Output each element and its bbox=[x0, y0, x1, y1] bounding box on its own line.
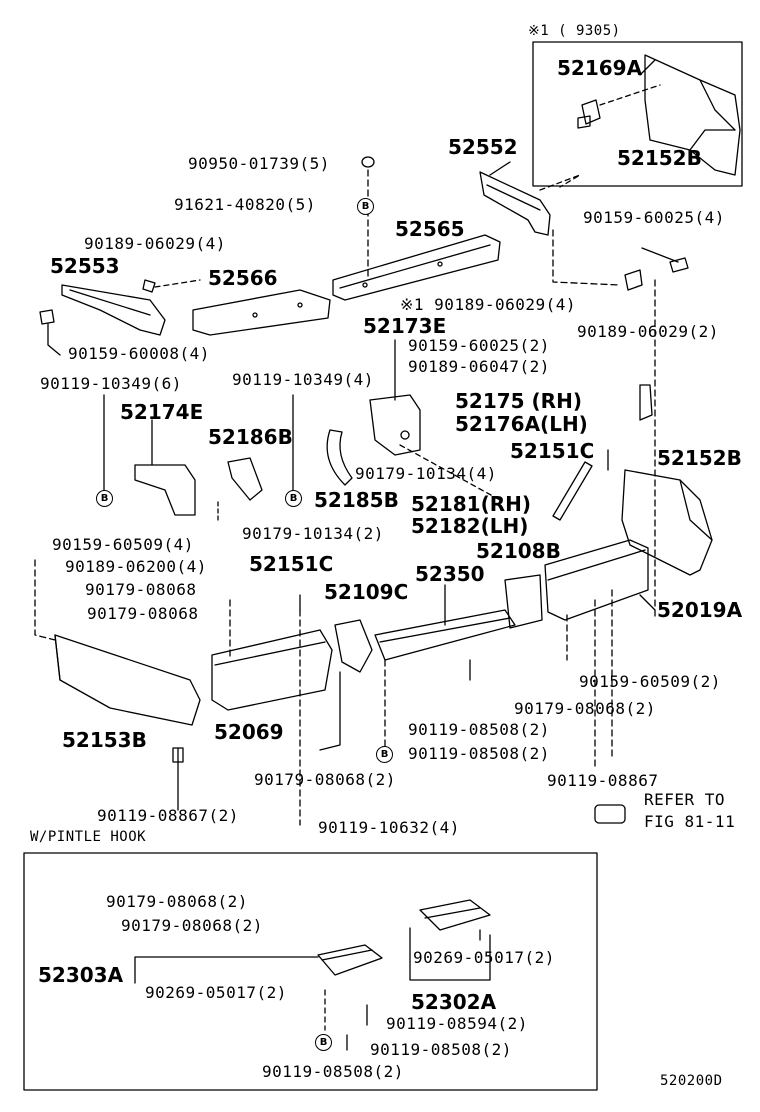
label-52173E: 52173E bbox=[363, 314, 447, 338]
label-52151C-b: 52151C bbox=[249, 552, 334, 576]
label-90950: 90950-01739(5) bbox=[188, 154, 330, 173]
label-90179-08068-2c: 90179-08068(2) bbox=[106, 892, 248, 911]
marker-b: B bbox=[376, 746, 393, 763]
label-52181: 52181(RH) bbox=[411, 492, 531, 516]
label-52350: 52350 bbox=[415, 562, 485, 586]
label-90159-60025-4: 90159-60025(4) bbox=[583, 208, 725, 227]
label-refer-to: REFER TO bbox=[644, 790, 726, 809]
diagram-code: 520200D bbox=[660, 1073, 723, 1089]
label-90119-10349-6: 90119-10349(6) bbox=[40, 374, 182, 393]
label-90189-06047: 90189-06047(2) bbox=[408, 357, 550, 376]
label-9305: ※1 ( 9305) bbox=[528, 23, 621, 39]
bracket-52552 bbox=[479, 171, 551, 236]
marker-b: B bbox=[285, 490, 302, 507]
label-90189-06029-4b: ※1 90189-06029(4) bbox=[400, 295, 577, 314]
clip-52169A bbox=[577, 99, 601, 129]
bumper-52019A bbox=[544, 539, 649, 621]
marker-b: B bbox=[315, 1034, 332, 1051]
label-52019A: 52019A bbox=[657, 598, 743, 622]
label-52152B-mid: 52152B bbox=[657, 446, 742, 470]
label-52169A: 52169A bbox=[557, 56, 643, 80]
bracket-52553 bbox=[61, 284, 166, 336]
label-52069: 52069 bbox=[214, 720, 284, 744]
label-90119-08867-2: 90119-08867(2) bbox=[97, 806, 239, 825]
label-52176A: 52176A(LH) bbox=[455, 412, 588, 436]
inset-box bbox=[532, 41, 743, 187]
label-90119-08508-2a: 90119-08508(2) bbox=[408, 720, 550, 739]
label-52552: 52552 bbox=[448, 135, 518, 159]
label-52174E: 52174E bbox=[120, 400, 204, 424]
label-90119-08508-2b: 90119-08508(2) bbox=[408, 744, 550, 763]
strap-52151C bbox=[552, 461, 593, 521]
label-90179-08068-2a: 90179-08068(2) bbox=[514, 699, 656, 718]
label-52109C: 52109C bbox=[324, 580, 409, 604]
label-52175: 52175 (RH) bbox=[455, 389, 582, 413]
label-52152B-top: 52152B bbox=[617, 146, 702, 170]
label-90269-05017-2a: 90269-05017(2) bbox=[413, 948, 555, 967]
label-52566: 52566 bbox=[208, 266, 278, 290]
label-90159-60008: 90159-60008(4) bbox=[68, 344, 210, 363]
label-52153B: 52153B bbox=[62, 728, 147, 752]
label-90119-10349-4: 90119-10349(4) bbox=[232, 370, 374, 389]
label-52151C-a: 52151C bbox=[510, 439, 595, 463]
label-90159-60025-2: 90159-60025(2) bbox=[408, 336, 550, 355]
label-90189-06029-4a: 90189-06029(4) bbox=[84, 234, 226, 253]
corner-52152B bbox=[621, 469, 713, 576]
bumper-52069 bbox=[211, 629, 333, 711]
label-90159-60509-4: 90159-60509(4) bbox=[52, 535, 194, 554]
bracket-52565 bbox=[332, 234, 501, 301]
step-52350 bbox=[374, 609, 516, 661]
label-90179-10134-2: 90179-10134(2) bbox=[242, 524, 384, 543]
label-52182: 52182(LH) bbox=[411, 514, 529, 538]
label-90179-10134-4: 90179-10134(4) bbox=[355, 464, 497, 483]
label-90119-08867: 90119-08867 bbox=[547, 771, 659, 790]
bracket-52173E bbox=[369, 394, 421, 456]
label-52553: 52553 bbox=[50, 254, 120, 278]
label-52185B: 52185B bbox=[314, 488, 399, 512]
bracket-52109C bbox=[334, 619, 373, 673]
pintle-box bbox=[23, 852, 598, 1091]
bracket-52303A bbox=[317, 944, 383, 976]
corner-cover-top bbox=[644, 54, 741, 176]
label-90179-08068-b: 90179-08068 bbox=[87, 604, 199, 623]
label-52108B: 52108B bbox=[476, 539, 561, 563]
bracket-52186B bbox=[227, 457, 263, 501]
label-91621: 91621-40820(5) bbox=[174, 195, 316, 214]
label-90179-08068-2d: 90179-08068(2) bbox=[121, 916, 263, 935]
label-52302A: 52302A bbox=[411, 990, 497, 1014]
label-90119-08594: 90119-08594(2) bbox=[386, 1014, 528, 1033]
label-90179-08068-2b: 90179-08068(2) bbox=[254, 770, 396, 789]
label-52565: 52565 bbox=[395, 217, 465, 241]
label-90119-08508-2c: 90119-08508(2) bbox=[370, 1040, 512, 1059]
bracket-52566 bbox=[192, 289, 331, 336]
label-90269-05017-2b: 90269-05017(2) bbox=[145, 983, 287, 1002]
label-90119-08508-2d: 90119-08508(2) bbox=[262, 1062, 404, 1081]
label-90119-10632: 90119-10632(4) bbox=[318, 818, 460, 837]
bracket-52174E bbox=[134, 464, 196, 516]
marker-b: B bbox=[357, 198, 374, 215]
pintle-cover-ref bbox=[594, 804, 626, 824]
label-fig-81-11: FIG 81-11 bbox=[644, 812, 736, 831]
corner-52153B bbox=[54, 634, 201, 726]
marker-b: B bbox=[96, 490, 113, 507]
label-pintle-hook: W/PINTLE HOOK bbox=[30, 829, 147, 845]
label-90179-08068-a: 90179-08068 bbox=[85, 580, 197, 599]
label-52303A: 52303A bbox=[38, 963, 124, 987]
label-52186B: 52186B bbox=[208, 425, 293, 449]
label-90159-60509-2: 90159-60509(2) bbox=[579, 672, 721, 691]
label-90189-06200: 90189-06200(4) bbox=[65, 557, 207, 576]
bracket-52302A bbox=[419, 899, 491, 931]
label-90189-06029-2: 90189-06029(2) bbox=[577, 322, 719, 341]
bracket-52108B bbox=[504, 574, 543, 629]
bracket-52185B bbox=[326, 429, 353, 486]
